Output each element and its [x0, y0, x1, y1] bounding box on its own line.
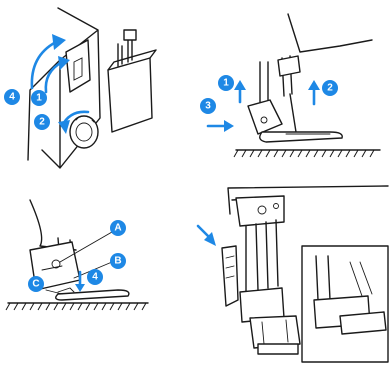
rotation-arrow-outer-head-icon: [52, 34, 66, 50]
callout-badge-2: 2: [34, 114, 50, 130]
callout-badge-1: 1: [31, 90, 47, 106]
panel-foot-lever-closeup: [198, 186, 388, 362]
svg-text:2: 2: [327, 83, 333, 94]
panel-handwheel: 4 1 2: [4, 8, 156, 168]
bed-hatch: [6, 303, 146, 310]
presser-foot-tip: [258, 344, 298, 354]
callout-badge-1: 1: [218, 75, 234, 91]
up-arrow-2-head-icon: [308, 80, 320, 90]
panel-foot-attach-side: A B C 4: [6, 200, 148, 310]
up-arrow-1-head-icon: [234, 80, 246, 90]
callout-badge-4: 4: [87, 269, 103, 285]
thread-guide-box: [108, 58, 152, 132]
needle-bar-lines: [246, 220, 278, 292]
callout-badge-b: B: [110, 253, 126, 269]
leader-c: [46, 290, 62, 294]
handwheel-lever: [66, 40, 90, 92]
svg-text:4: 4: [9, 92, 15, 103]
svg-text:2: 2: [39, 117, 45, 128]
callout-badge-3: 3: [200, 98, 216, 114]
spool-cap: [124, 30, 136, 40]
inset-foot-toe: [340, 312, 386, 334]
panel-presser-foot-raise: 1 2 3: [200, 14, 380, 157]
clamp-block: [236, 196, 284, 226]
presser-foot-sole: [260, 132, 343, 142]
foot-release-lever: [222, 246, 238, 306]
callout-badge-a: A: [110, 220, 126, 236]
rotation-arrow-outer-icon: [32, 42, 56, 88]
callout-badge-4: 4: [4, 89, 20, 105]
needle: [290, 94, 296, 132]
svg-text:1: 1: [36, 93, 42, 104]
svg-text:3: 3: [205, 101, 211, 112]
svg-text:4: 4: [92, 272, 98, 283]
svg-text:1: 1: [223, 78, 229, 89]
bed-hatch: [234, 150, 374, 157]
callout-badge-2: 2: [322, 80, 338, 96]
down-arrow-4-head-icon: [75, 284, 85, 292]
callout-badge-c: C: [28, 276, 44, 292]
svg-text:A: A: [114, 223, 121, 234]
svg-text:C: C: [32, 279, 39, 290]
foot-pin: [58, 288, 74, 292]
tension-knob: [70, 116, 98, 148]
presser-bar-block: [278, 56, 300, 76]
spool-pin-left: [118, 44, 122, 66]
right-arrow-3-head-icon: [224, 120, 234, 132]
svg-text:B: B: [114, 256, 121, 267]
presser-foot-sole: [56, 290, 129, 300]
presser-foot: [250, 316, 300, 348]
arm-outline: [288, 14, 372, 52]
